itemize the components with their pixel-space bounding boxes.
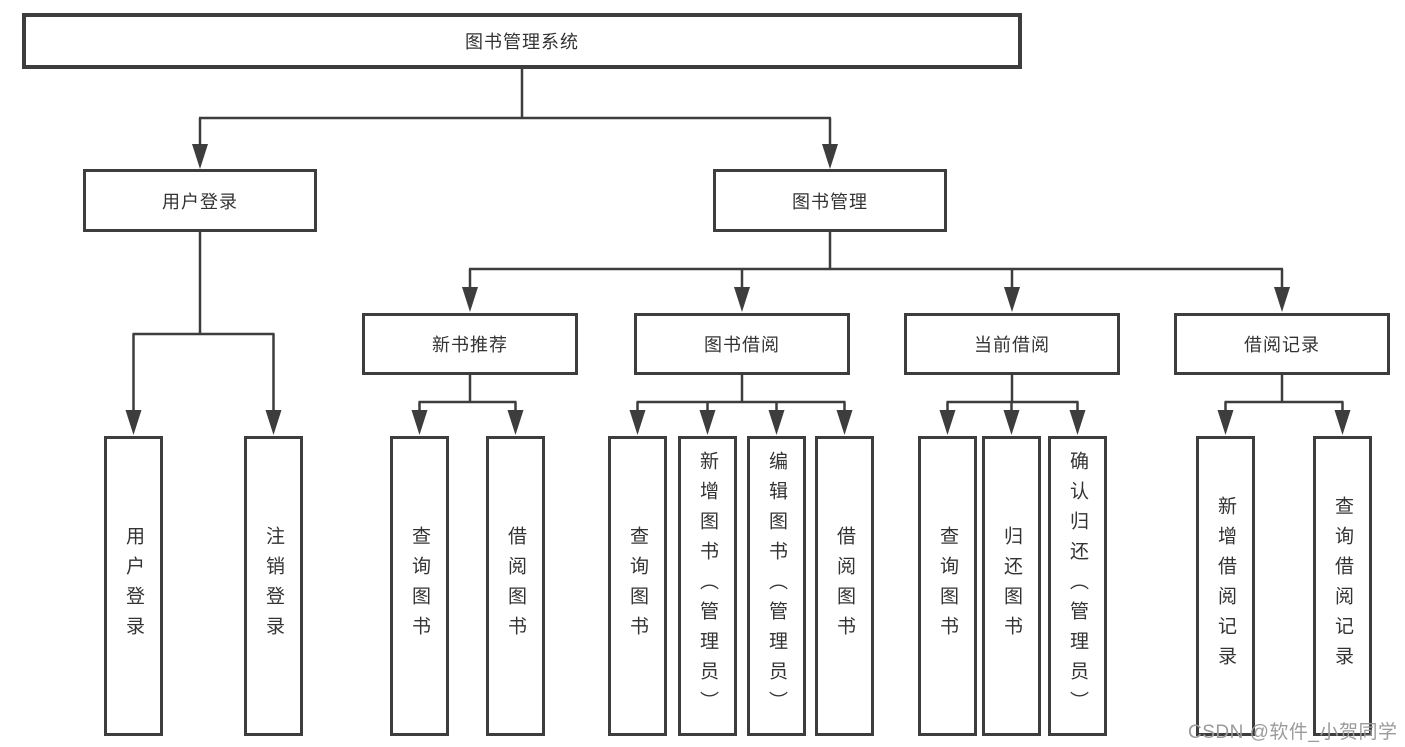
node-label: 用户登录 (162, 191, 238, 212)
node-label: 图书管理系统 (465, 32, 579, 52)
node-label: 查询图书 (937, 526, 958, 646)
connector-root-to-level2 (198, 69, 832, 148)
arrowhead-icon (1004, 287, 1020, 312)
connector-book-borrowing-children (636, 375, 846, 414)
arrowhead-icon (768, 410, 785, 435)
node-label: 借阅记录 (1244, 335, 1320, 355)
leaf-query-books-recommend: 查询图书 (390, 436, 449, 736)
arrowhead-icon (1069, 410, 1086, 435)
node-borrowing-records: 借阅记录 (1174, 313, 1390, 375)
node-label: 归还图书 (1001, 526, 1022, 646)
connector-new-book-children (418, 375, 517, 414)
arrowhead-icon (411, 410, 428, 435)
leaf-return-books: 归还图书 (982, 436, 1041, 736)
leaf-query-books-borrow: 查询图书 (608, 436, 667, 736)
arrowhead-icon (836, 410, 853, 435)
node-new-book-recommendation: 新书推荐 (362, 313, 578, 375)
arrowhead-icon (1334, 410, 1351, 435)
node-user-login: 用户登录 (83, 169, 317, 232)
arrowhead-icon (1217, 410, 1234, 435)
node-label: 新书推荐 (432, 335, 508, 355)
arrowhead-icon (507, 410, 524, 435)
arrowhead-icon (1274, 287, 1290, 312)
connector-user-login-children (132, 232, 275, 415)
node-label: 新增借阅记录 (1215, 496, 1236, 676)
leaf-add-book-admin: 新增图书（管理员） (678, 436, 737, 736)
arrowhead-icon (125, 410, 142, 435)
arrowhead-icon (1003, 410, 1020, 435)
node-book-management: 图书管理 (713, 169, 947, 232)
node-label: 查询图书 (409, 526, 430, 646)
node-book-borrowing: 图书借阅 (634, 313, 850, 375)
node-current-borrowing: 当前借阅 (904, 313, 1120, 375)
arrowhead-icon (699, 410, 716, 435)
arrowhead-icon (192, 144, 208, 169)
node-label: 查询借阅记录 (1332, 496, 1353, 676)
node-label: 借阅图书 (834, 526, 855, 646)
arrowhead-icon (822, 144, 838, 169)
node-label: 当前借阅 (974, 335, 1050, 355)
node-label: 用户登录 (123, 526, 144, 646)
leaf-add-borrow-record: 新增借阅记录 (1196, 436, 1255, 736)
node-label: 查询图书 (627, 526, 648, 646)
leaf-borrow-books: 借阅图书 (815, 436, 874, 736)
leaf-user-login: 用户登录 (104, 436, 163, 736)
node-label: 新增图书（管理员） (697, 451, 718, 721)
arrowhead-icon (939, 410, 956, 435)
leaf-borrow-books-recommend: 借阅图书 (486, 436, 545, 736)
leaf-confirm-return-admin: 确认归还（管理员） (1048, 436, 1107, 736)
leaf-edit-book-admin: 编辑图书（管理员） (747, 436, 806, 736)
watermark: CSDN @软件_小贺同学 (1188, 722, 1398, 743)
connector-book-management-children (468, 232, 1284, 292)
node-label: 确认归还（管理员） (1067, 451, 1088, 721)
leaf-logout: 注销登录 (244, 436, 303, 736)
node-label: 图书管理 (792, 191, 868, 212)
node-label: 编辑图书（管理员） (766, 451, 787, 721)
leaf-query-borrow-record: 查询借阅记录 (1313, 436, 1372, 736)
leaf-query-books-current: 查询图书 (918, 436, 977, 736)
arrowhead-icon (629, 410, 646, 435)
arrowhead-icon (265, 410, 282, 435)
arrowhead-icon (462, 287, 478, 312)
node-label: 借阅图书 (505, 526, 526, 646)
node-label: 图书借阅 (704, 335, 780, 355)
arrowhead-icon (734, 287, 750, 312)
node-label: 注销登录 (263, 526, 284, 646)
connector-borrowing-records-children (1224, 375, 1344, 414)
node-library-management-system: 图书管理系统 (22, 13, 1022, 69)
connector-current-borrowing-children (946, 375, 1079, 414)
